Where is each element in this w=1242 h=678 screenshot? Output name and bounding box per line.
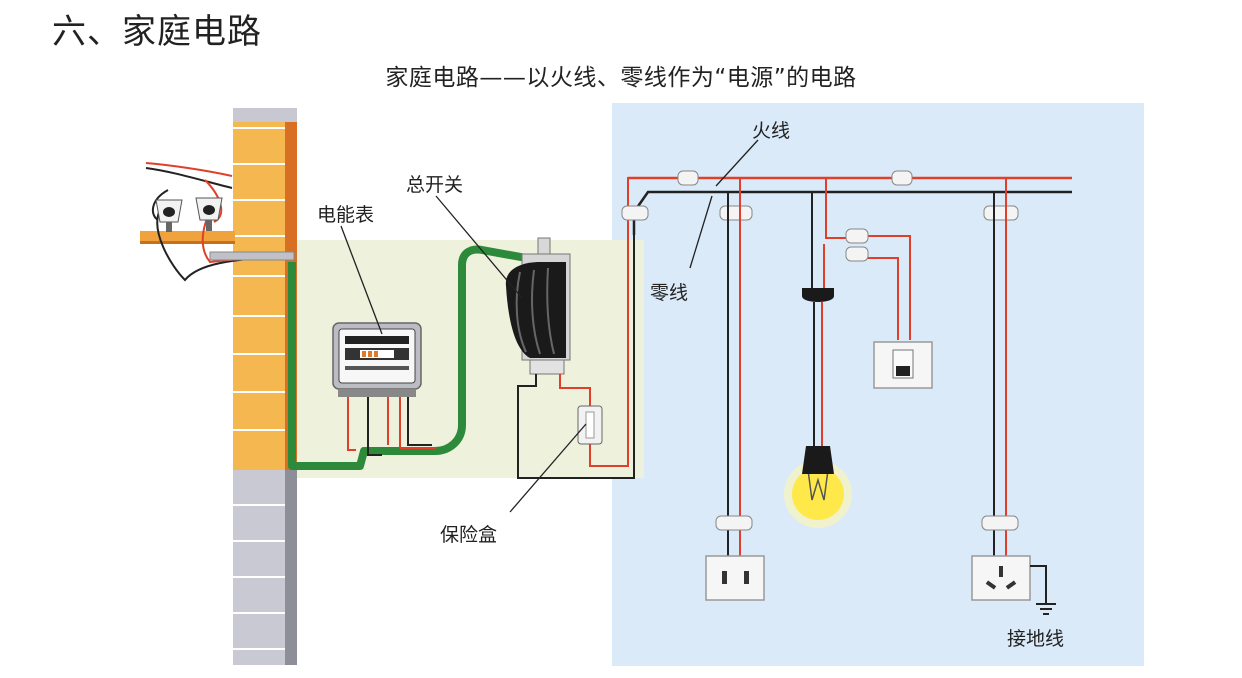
diagram-subtitle: 家庭电路——以火线、零线作为“电源”的电路 <box>385 65 857 91</box>
two-pin-socket <box>705 555 765 601</box>
fuse-box <box>577 405 603 445</box>
label-live-wire: 火线 <box>752 120 790 142</box>
light-bulb <box>784 446 852 528</box>
leader-lines <box>340 139 759 513</box>
label-meter: 电能表 <box>317 204 374 226</box>
three-pin-socket <box>971 555 1031 601</box>
line-clips <box>621 170 1019 221</box>
green-cable <box>288 245 549 470</box>
ground-icon <box>1030 565 1056 615</box>
label-fuse-box: 保险盒 <box>440 524 497 546</box>
electricity-meter <box>332 322 422 397</box>
outdoor-insulator-bracket <box>140 162 295 282</box>
brick-wall <box>233 108 297 665</box>
lamp-branch <box>802 178 911 448</box>
socket-branch-left <box>715 178 753 560</box>
section-heading: 六、家庭电路 <box>52 12 262 52</box>
label-main-switch: 总开关 <box>406 174 463 196</box>
label-neutral-wire: 零线 <box>650 282 688 304</box>
meter-wires <box>347 397 436 456</box>
socket-branch-right <box>981 178 1019 560</box>
main-switch <box>505 237 571 375</box>
main-lines <box>628 176 1072 235</box>
light-switch <box>873 341 933 389</box>
label-ground-wire: 接地线 <box>1007 628 1064 650</box>
